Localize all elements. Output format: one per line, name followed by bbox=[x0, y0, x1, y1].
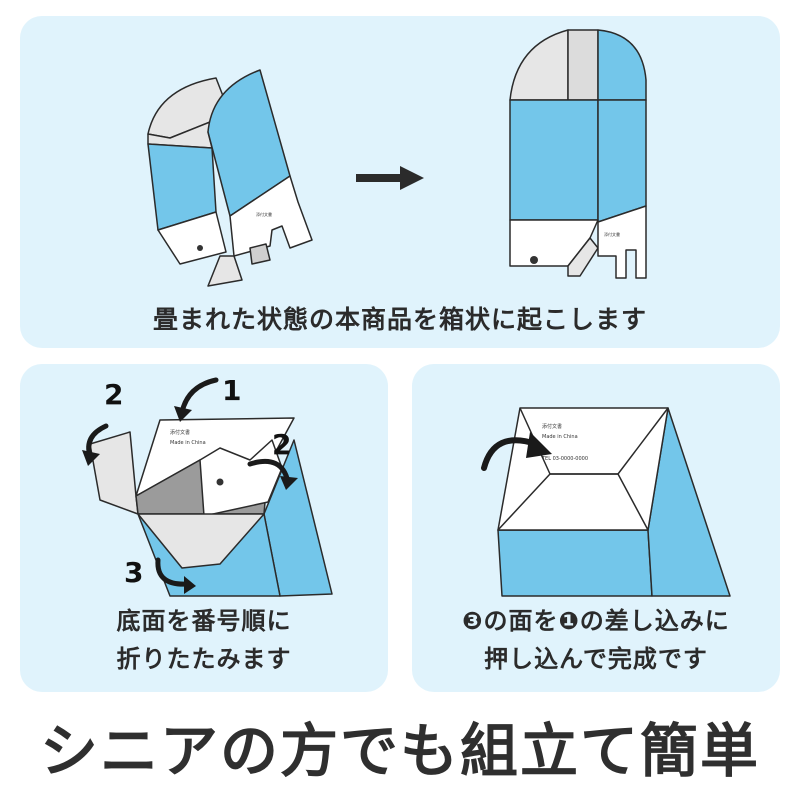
headline: シニアの方でも組立て簡単 bbox=[39, 717, 760, 785]
flap-two-left bbox=[89, 431, 139, 515]
svg-text:添付文書: 添付文書 bbox=[256, 211, 272, 217]
svg-text:添付文書: 添付文書 bbox=[542, 423, 562, 430]
svg-text:TEL 03-0000-0000: TEL 03-0000-0000 bbox=[541, 456, 588, 462]
left-caption-line1: 底面を番号順に bbox=[116, 607, 292, 635]
folded-box-illustration: 添付文書 bbox=[147, 69, 313, 287]
left-caption: 底面を番号順に 折りたたみます bbox=[20, 602, 388, 678]
unfold-illustration: 添付文書 添付文書 bbox=[147, 29, 647, 287]
unfolded-box-illustration: 添付文書 bbox=[509, 29, 647, 279]
right-caption-line2: 押し込んで完成です bbox=[484, 645, 708, 673]
svg-text:添付文書: 添付文書 bbox=[170, 429, 190, 436]
top-caption: 畳まれた状態の本商品を箱状に起こします bbox=[152, 305, 647, 334]
fold-bottom-illustration: 添付文書 Made in China 1 2 2 3 bbox=[82, 374, 333, 597]
step-label-one: 1 bbox=[222, 374, 241, 407]
insert-flap-illustration: 添付文書 Made in China TEL 03-0000-0000 bbox=[481, 407, 731, 597]
top-instruction-panel: 添付文書 添付文書 畳まれた状態の本商 bbox=[20, 16, 780, 348]
step-label-three: 3 bbox=[124, 556, 143, 589]
svg-text:Made in China: Made in China bbox=[170, 440, 206, 446]
right-instruction-panel: 添付文書 Made in China TEL 03-0000-0000 ❸の面を… bbox=[412, 364, 780, 692]
step-label-two-left: 2 bbox=[104, 378, 123, 411]
left-instruction-panel: 添付文書 Made in China 1 2 2 3 底面を番号順に 折りたたみ… bbox=[20, 364, 388, 692]
box-front-blue-right bbox=[497, 529, 653, 597]
right-caption: ❸の面を❶の差し込みに 押し込んで完成です bbox=[412, 602, 780, 678]
fold-arrow-one bbox=[179, 377, 219, 415]
right-arrow-icon bbox=[356, 166, 424, 190]
right-caption-line1: ❸の面を❶の差し込みに bbox=[462, 607, 730, 635]
svg-text:添付文書: 添付文書 bbox=[604, 231, 620, 237]
step-label-two-right: 2 bbox=[272, 428, 291, 461]
fold-arrow-three bbox=[155, 557, 191, 587]
svg-text:Made in China: Made in China bbox=[542, 434, 578, 440]
left-caption-line2: 折りたたみます bbox=[116, 645, 292, 673]
flap-three bbox=[137, 513, 265, 569]
